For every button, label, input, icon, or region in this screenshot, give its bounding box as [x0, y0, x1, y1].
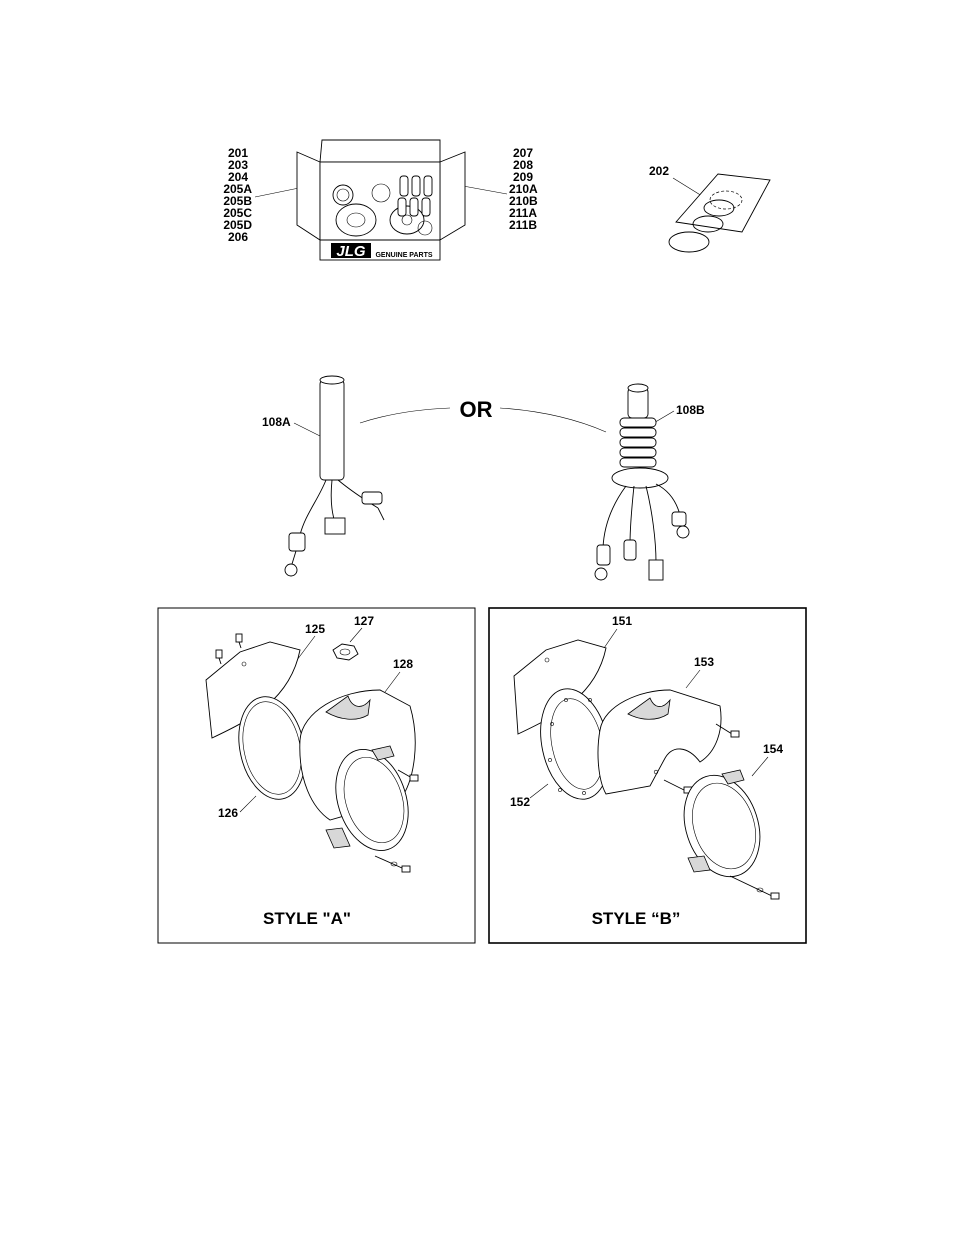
- harness-b-cable: [628, 388, 648, 418]
- style-a-leader-125: [297, 636, 315, 660]
- harness-callout-108a: 108A: [262, 415, 291, 429]
- harness-a-sleeve: [289, 533, 305, 551]
- harness-b-sleeve-1: [597, 545, 610, 565]
- kit-leader-left: [255, 188, 299, 197]
- style-b-screw-bottom: [730, 876, 779, 899]
- harness-108b: 108B: [595, 384, 705, 580]
- style-a-callout-127: 127: [354, 614, 374, 628]
- kit-flap-back: [320, 140, 440, 162]
- kit-flap-right: [440, 152, 465, 240]
- bag-ring-3: [669, 232, 709, 252]
- style-a-leader-128: [385, 672, 400, 692]
- style-a-callout-126: 126: [218, 806, 238, 820]
- harness-b-wire-1: [603, 486, 626, 548]
- style-b-title: STYLE “B”: [592, 909, 681, 928]
- style-a-callout-125: 125: [305, 622, 325, 636]
- kit-brush-holder: [390, 206, 424, 234]
- kit-brand-logo: JLG: [336, 243, 366, 260]
- style-b-callout-154: 154: [763, 742, 783, 756]
- or-arc-left: [360, 408, 450, 423]
- harness-b-cable-end: [628, 384, 648, 392]
- harness-b-ring-2: [677, 526, 689, 538]
- or-arc-right: [500, 408, 606, 432]
- bag-leader: [673, 178, 702, 196]
- style-b-callout-153: 153: [694, 655, 714, 669]
- kit-seal-ring: [333, 185, 353, 205]
- harness-a-connector: [325, 518, 345, 534]
- harness-b-ring-1: [595, 568, 607, 580]
- harness-a-leader: [294, 423, 320, 436]
- harness-108a: 108A: [262, 376, 384, 576]
- harness-callout-108b: 108B: [676, 403, 705, 417]
- style-a-screw-bottom: [375, 856, 410, 872]
- bag-callout-202: 202: [649, 164, 669, 178]
- harness-a-terminal-shank: [292, 551, 296, 564]
- style-a-leader-126: [240, 796, 256, 812]
- harness-b-strain-relief: [620, 418, 656, 467]
- kit-callout-206: 206: [228, 230, 248, 244]
- harness-b-wire-3: [646, 486, 656, 562]
- harness-b-sleeve-3: [672, 512, 686, 526]
- harness-a-wire-1: [300, 480, 326, 535]
- harness-b-wire-4: [656, 484, 680, 515]
- kit-flap-left: [297, 152, 320, 240]
- kit-gear: [336, 204, 376, 236]
- style-a-leader-127: [350, 628, 362, 642]
- kit-callout-211B: 211B: [509, 218, 537, 232]
- parts-kit-box: 201 203 204 205A 205B 205C 205D 206 207 …: [223, 140, 538, 260]
- kit-brand-tag: GENUINE PARTS: [375, 252, 432, 259]
- kit-springs: [398, 176, 432, 216]
- style-a-panel: 125 127 128 126: [158, 608, 475, 943]
- harness-b-sleeve-2: [624, 540, 636, 560]
- style-b-callout-152: 152: [510, 795, 530, 809]
- style-a-nut-127: [333, 644, 358, 660]
- harness-or-divider: OR: [360, 397, 606, 432]
- or-label: OR: [460, 397, 493, 422]
- harness-b-grommet: [612, 468, 668, 488]
- harness-a-cable-jacket: [320, 380, 344, 480]
- style-b-screw-mid: [664, 780, 692, 793]
- style-b-leader-152: [530, 784, 548, 798]
- harness-a-cable-end: [320, 376, 344, 384]
- harness-a-ring-terminal: [285, 564, 297, 576]
- harness-b-connector: [649, 560, 663, 580]
- harness-a-splice: [362, 492, 382, 504]
- style-b-leader-153: [686, 670, 700, 688]
- style-a-endcap-tab-bottom: [326, 828, 350, 848]
- style-b-leader-154: [752, 757, 768, 776]
- style-b-callout-151: 151: [612, 614, 632, 628]
- style-a-callout-128: 128: [393, 657, 413, 671]
- kit-leader-right: [463, 186, 507, 194]
- seal-bag: 202: [649, 164, 770, 252]
- style-a-title: STYLE "A": [263, 909, 351, 928]
- harness-b-wire-2: [630, 486, 634, 545]
- style-b-panel: 151 153 154 152: [489, 608, 806, 943]
- harness-a-spade: [378, 508, 384, 520]
